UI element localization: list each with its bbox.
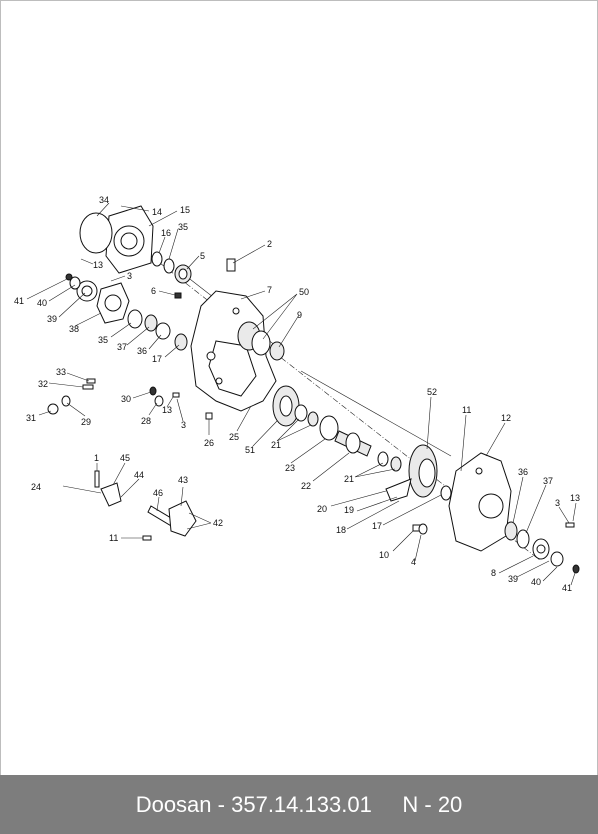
callout-13: 13 [93, 260, 103, 270]
footer-separator: - [211, 791, 232, 817]
callout-14: 14 [152, 207, 162, 217]
footer-spacer [372, 792, 403, 818]
callout-41: 41 [14, 296, 24, 306]
seal-rings-middle [127, 309, 188, 351]
callout-35b: 35 [98, 335, 108, 345]
callout-labels: 34 14 15 16 35 2 5 13 3 41 40 39 38 35 3… [14, 195, 580, 593]
footer-part-number: 357.14.133.01 [231, 791, 372, 817]
callout-19: 19 [344, 505, 354, 515]
callout-3b: 3 [181, 420, 186, 430]
callout-13b: 13 [162, 405, 172, 415]
shift-bracket [385, 478, 412, 502]
callout-11b: 11 [109, 533, 118, 543]
main-housing [190, 290, 277, 412]
callout-7: 7 [267, 285, 272, 295]
countershaft-gear [272, 385, 339, 441]
front-cover-housing [79, 205, 154, 274]
callout-39: 39 [47, 314, 57, 324]
callout-51: 51 [245, 445, 255, 455]
callout-46: 46 [153, 488, 163, 498]
callout-36: 36 [137, 346, 147, 356]
callout-18: 18 [336, 525, 346, 535]
callout-21b: 21 [344, 474, 354, 484]
rear-seal-stack [504, 521, 580, 574]
callout-8: 8 [491, 568, 496, 578]
callout-36b: 36 [518, 467, 528, 477]
callout-37: 37 [117, 342, 127, 352]
callout-16: 16 [161, 228, 171, 238]
callout-9: 9 [297, 310, 302, 320]
callout-3: 3 [127, 271, 132, 281]
callout-35: 35 [178, 222, 188, 232]
callout-50: 50 [299, 287, 309, 297]
callout-leaders [26, 202, 577, 586]
callout-31: 31 [26, 413, 36, 423]
callout-15: 15 [180, 205, 190, 215]
rear-housing [448, 452, 512, 552]
callout-25: 25 [229, 432, 239, 442]
callout-21: 21 [271, 440, 281, 450]
callout-33: 33 [56, 367, 66, 377]
footer-bar: Doosan - 357.14.133.01 N - 20 [0, 775, 598, 834]
callout-23: 23 [285, 463, 295, 473]
callout-52: 52 [427, 387, 437, 397]
footer-page-number: N - 20 [402, 791, 463, 817]
pinion-gear-assembly [237, 321, 285, 361]
callout-45: 45 [120, 453, 130, 463]
callout-43: 43 [178, 475, 188, 485]
callout-41b: 41 [562, 583, 572, 593]
footer-brand: Doosan [135, 791, 212, 817]
callout-30: 30 [121, 394, 131, 404]
callout-17b: 17 [372, 521, 382, 531]
callout-44: 44 [134, 470, 144, 480]
callout-1: 1 [94, 453, 99, 463]
callout-26: 26 [204, 438, 214, 448]
callout-24: 24 [31, 482, 41, 492]
callout-40: 40 [37, 298, 47, 308]
diagram-canvas: 34 14 15 16 35 2 5 13 3 41 40 39 38 35 3… [14, 195, 580, 593]
callout-11: 11 [462, 405, 471, 415]
ring-gear [408, 444, 452, 501]
callout-3c: 3 [555, 498, 560, 508]
callout-38: 38 [69, 324, 79, 334]
output-shaft [334, 430, 402, 472]
callout-34: 34 [99, 195, 109, 205]
callout-22: 22 [301, 481, 311, 491]
callout-37b: 37 [543, 476, 553, 486]
drain-plugs [412, 523, 428, 535]
callout-29: 29 [81, 417, 91, 427]
callout-2: 2 [267, 239, 272, 249]
callout-40b: 40 [531, 577, 541, 587]
callout-5: 5 [200, 251, 205, 261]
callout-20: 20 [317, 504, 327, 514]
callout-28: 28 [141, 416, 151, 426]
callout-32: 32 [38, 379, 48, 389]
callout-12: 12 [501, 413, 511, 423]
callout-6: 6 [151, 286, 156, 296]
callout-42: 42 [213, 518, 223, 528]
callout-17: 17 [152, 354, 162, 364]
callout-13c: 13 [570, 493, 580, 503]
callout-10: 10 [379, 550, 389, 560]
exploded-parts-diagram: 34 14 15 16 35 2 5 13 3 41 40 39 38 35 3… [0, 0, 598, 776]
bearing-cap [65, 273, 130, 324]
callout-39b: 39 [508, 574, 518, 584]
shift-lever-assembly [62, 470, 197, 541]
seal-rings-upper [151, 251, 236, 299]
callout-4: 4 [411, 557, 416, 567]
